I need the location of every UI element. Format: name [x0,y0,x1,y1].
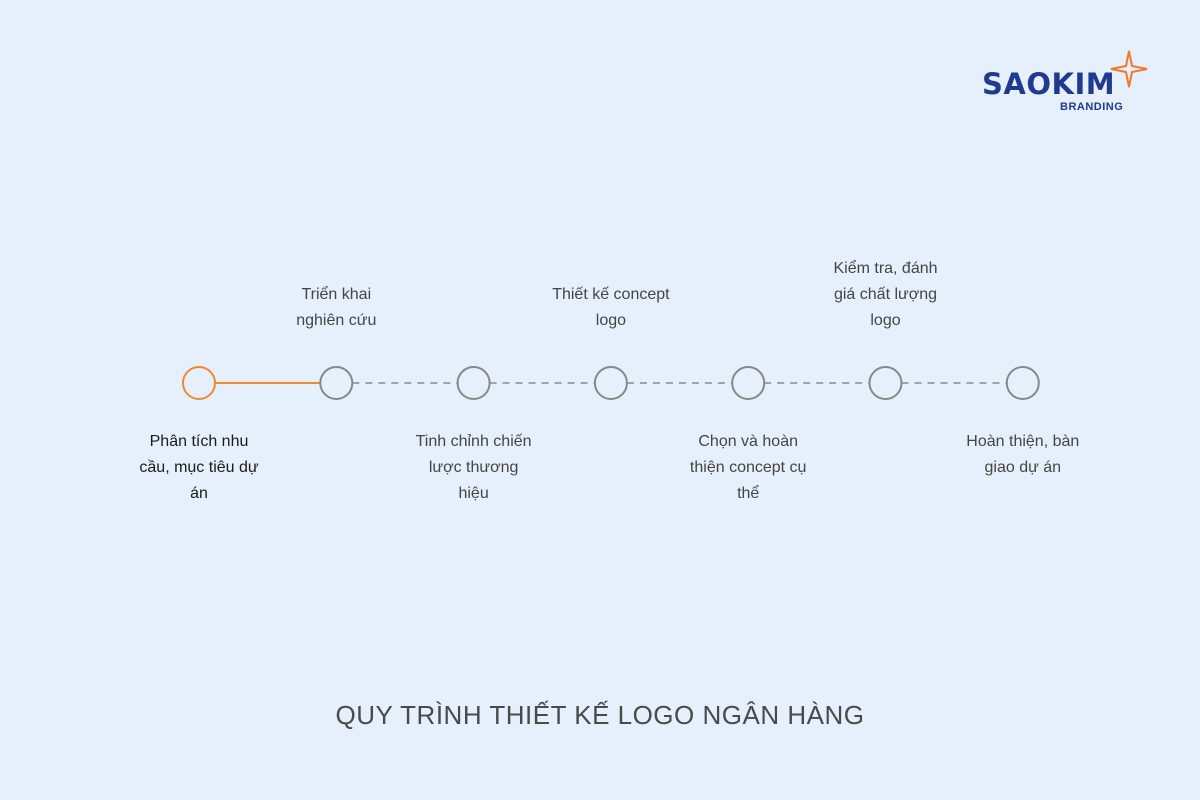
step-node-2[interactable] [319,366,354,400]
step-label-5: Chọn và hoàn thiện concept cụ thể [689,433,807,502]
star-icon [1110,50,1148,88]
step-label-2: Triển khai nghiên cứu [296,286,377,329]
page-title: QUY TRÌNH THIẾT KẾ LOGO NGÂN HÀNG [335,700,865,730]
step-label-7: Hoàn thiện, bàn giao dự án [966,433,1080,476]
step-node-1[interactable] [182,366,216,400]
step-label-1: Phân tích nhu cầu, mục tiêu dự án [139,433,259,502]
step-label-6: Kiểm tra, đánh giá chất lượng logo [833,260,938,329]
brand-subtitle: BRANDING [1060,101,1124,113]
step-node-3[interactable] [456,366,491,400]
brand-name: SAOKIM [982,67,1116,101]
step-node-4[interactable] [593,366,628,400]
step-label-4: Thiết kế concept logo [552,286,670,329]
brand-logo: SAOKIM BRANDING [980,50,1152,118]
step-label-3: Tinh chỉnh chiến lược thương hiệu [415,433,532,502]
step-node-6[interactable] [868,366,903,400]
step-node-5[interactable] [731,366,766,400]
step-node-7[interactable] [1005,366,1040,400]
